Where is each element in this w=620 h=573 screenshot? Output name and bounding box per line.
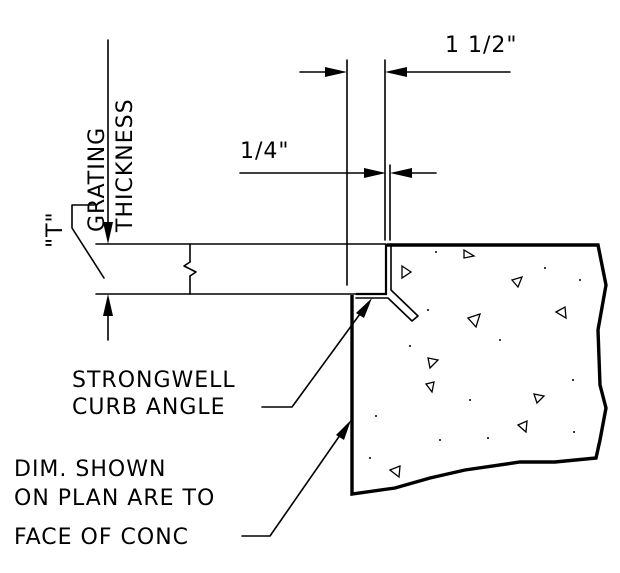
- dimension-one-and-half-label: 1 1/2": [445, 33, 518, 58]
- callout-dim-line3: FACE OF CONC: [14, 525, 189, 550]
- concrete-slab: [350, 243, 608, 496]
- dimension-quarter-label: 1/4": [240, 139, 290, 164]
- dimension-quarter: [239, 164, 437, 241]
- t-label: "T": [43, 211, 68, 248]
- aggregate-marks: [388, 248, 567, 479]
- callout-curb-line1: STRONGWELL: [72, 368, 236, 393]
- callout-dim-line1: DIM. SHOWN: [14, 457, 166, 482]
- aggregate-dots: [369, 251, 581, 459]
- face-of-concrete-leader: [241, 420, 351, 537]
- thickness-label: THICKNESS: [113, 98, 138, 233]
- callout-curb-line2: CURB ANGLE: [72, 395, 226, 420]
- grating-label: GRATING: [85, 127, 110, 232]
- grating-thickness-dimension: [71, 39, 113, 341]
- curb-angle-leader: [261, 298, 372, 408]
- callout-dim-line2: ON PLAN ARE TO: [14, 486, 215, 511]
- grating-section: [95, 243, 387, 295]
